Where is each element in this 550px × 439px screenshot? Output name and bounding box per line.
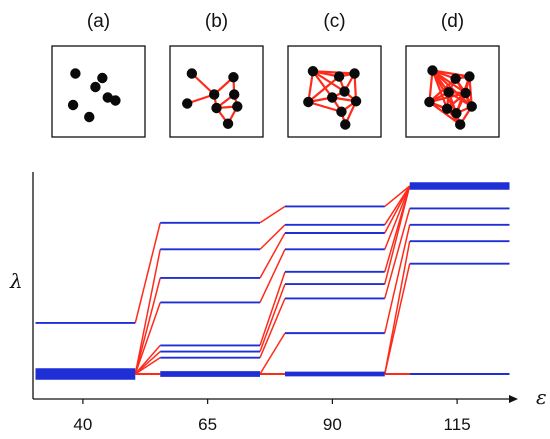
transition-line xyxy=(259,271,286,346)
transition-line xyxy=(384,241,411,375)
panel-label: (b) xyxy=(205,11,228,32)
network-edge xyxy=(312,70,355,75)
transition-line xyxy=(384,185,411,250)
network-node xyxy=(460,87,471,99)
transition-line xyxy=(259,249,286,303)
transition-line xyxy=(384,208,411,299)
network-node xyxy=(349,68,360,79)
network-node xyxy=(222,118,234,129)
panel-frame xyxy=(287,45,382,138)
network-node xyxy=(427,65,438,76)
network-node xyxy=(326,92,338,103)
transition-line xyxy=(384,185,411,208)
network-edge xyxy=(308,100,342,113)
network-edge xyxy=(432,69,470,78)
x-ticks: 40 65 90 115 xyxy=(73,399,471,434)
transition-line xyxy=(259,332,286,375)
network-node xyxy=(232,101,243,112)
transition-line xyxy=(134,302,161,375)
transition-line xyxy=(384,224,411,334)
network-node xyxy=(186,68,198,79)
transition-line xyxy=(134,277,161,375)
network-node xyxy=(303,96,314,108)
transition-line xyxy=(259,205,286,224)
network-edge xyxy=(428,77,457,103)
panel-label: (d) xyxy=(441,11,464,32)
x-tick-label: 40 xyxy=(73,415,92,434)
eigenvalue-chart: 40 65 90 115 ε λ xyxy=(9,172,547,434)
network-node xyxy=(70,68,81,79)
x-axis-arrowhead xyxy=(509,395,518,403)
network-node xyxy=(336,106,347,117)
x-axis-label: ε xyxy=(536,385,547,409)
network-node xyxy=(424,96,435,108)
network-node xyxy=(84,111,95,123)
network-node xyxy=(443,87,454,98)
network-edge xyxy=(312,70,334,99)
network-node xyxy=(339,86,350,97)
network-node xyxy=(441,103,453,114)
network-edge xyxy=(312,70,346,93)
network-node xyxy=(97,72,108,84)
network-node xyxy=(307,66,319,77)
x-tick-label: 115 xyxy=(444,415,471,434)
transition-line xyxy=(384,185,411,226)
transition-line xyxy=(259,232,286,279)
network-node xyxy=(229,89,240,100)
transition-line xyxy=(384,185,411,273)
x-tick-label: 65 xyxy=(198,415,217,434)
network-node xyxy=(350,96,362,107)
panel-a: (a) xyxy=(51,11,146,138)
network-node xyxy=(211,102,222,114)
network-panels: (a) (b) (c) (d) xyxy=(51,11,500,138)
eigenvalue-levels xyxy=(35,182,510,380)
transition-line xyxy=(134,222,161,324)
panel-frame xyxy=(51,45,146,138)
panel-d: (d) xyxy=(405,11,500,138)
network-node xyxy=(110,95,121,106)
network-node xyxy=(208,89,220,100)
network-node xyxy=(455,119,466,130)
network-node xyxy=(228,72,239,83)
network-node xyxy=(450,73,461,84)
network-edge xyxy=(447,91,462,125)
transition-line xyxy=(134,344,161,375)
network-node xyxy=(333,71,345,82)
transition-line xyxy=(259,283,286,352)
transition-line xyxy=(134,357,161,375)
network-node xyxy=(90,81,101,93)
network-node xyxy=(340,119,351,130)
x-tick-label: 90 xyxy=(323,415,342,434)
network-node xyxy=(466,101,477,112)
network-node xyxy=(464,71,475,82)
network-node xyxy=(451,108,462,119)
network-node xyxy=(182,98,193,109)
panel-c: (c) xyxy=(287,11,382,138)
transition-line xyxy=(134,249,161,375)
network-node xyxy=(67,99,79,111)
network-edge xyxy=(307,75,340,103)
panel-frame xyxy=(405,45,500,138)
transition-line xyxy=(259,298,286,358)
panel-b: (b) xyxy=(169,11,264,138)
network-edge xyxy=(428,70,434,103)
panel-label: (c) xyxy=(323,11,345,32)
y-axis-label: λ xyxy=(9,269,23,293)
panel-frame xyxy=(169,45,264,138)
panel-label: (a) xyxy=(87,11,110,32)
transition-line xyxy=(259,224,286,250)
